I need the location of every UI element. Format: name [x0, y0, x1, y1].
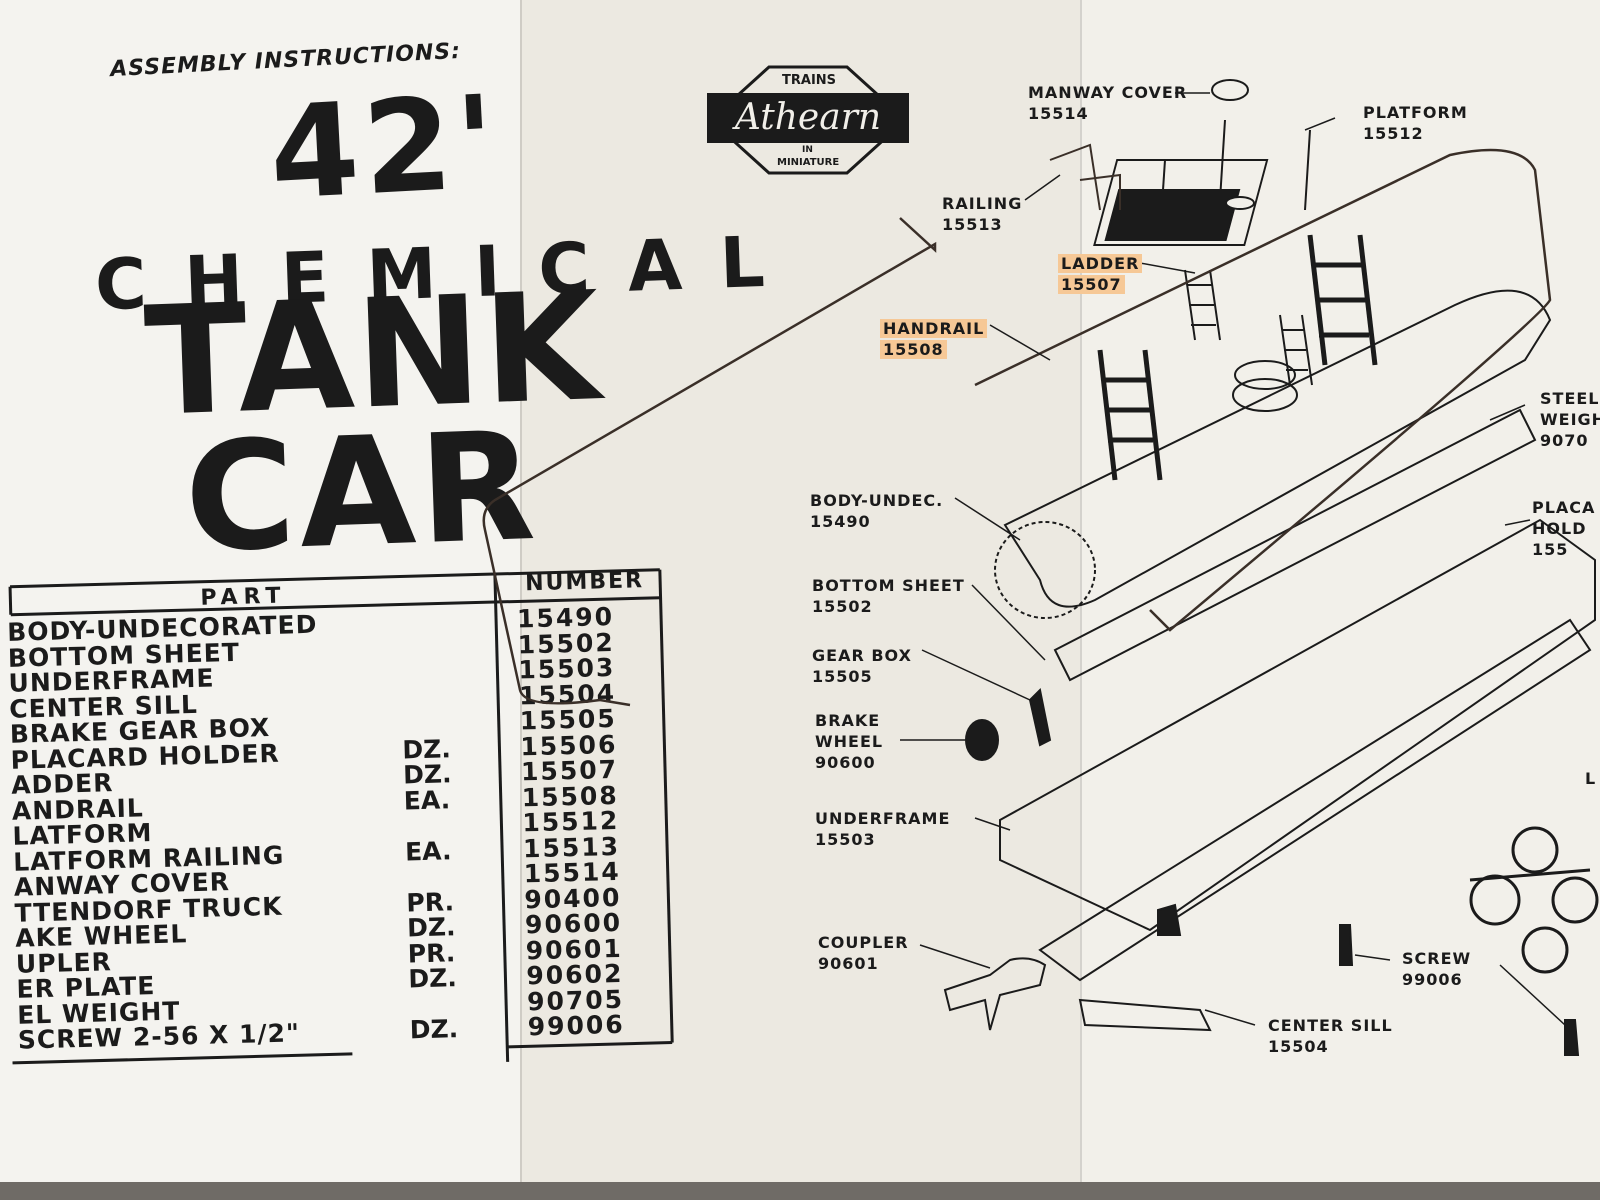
small-ladder-1: [1184, 269, 1221, 341]
underframe: [999, 518, 1596, 932]
bottom-sheet: [1053, 408, 1537, 682]
coupler-icon: [943, 957, 1047, 1031]
small-ladder-2: [1279, 314, 1313, 386]
label-body-undec: BODY-UNDEC.15490: [810, 491, 944, 531]
tank-end: [994, 521, 1096, 619]
screw-icon: [1339, 924, 1354, 966]
platform-grid: [1104, 189, 1241, 241]
logo-bottom-text: MINIATURE: [777, 157, 840, 168]
manway-cover-icon: [1211, 79, 1249, 101]
logo-in-text: IN: [802, 145, 813, 155]
platform-deck: [1093, 159, 1269, 246]
railing-wire: [1049, 143, 1121, 211]
label-edge-letter: L: [1585, 769, 1597, 788]
fold-line: [520, 0, 522, 1182]
middle-panel: [520, 0, 1080, 1182]
loose-handrail-wire: [482, 217, 937, 707]
center-sill-body: [1038, 618, 1592, 982]
athearn-logo: TRAINS Athearn IN MINIATURE: [707, 65, 917, 175]
screw-icon: [1564, 1019, 1580, 1056]
logo-top-text: TRAINS: [782, 73, 837, 88]
left-panel: [0, 0, 520, 1182]
table-lines: [8, 568, 674, 1065]
gear-box-icon: [1028, 687, 1052, 747]
label-steel-weight: STEELWEIGHT9070: [1540, 389, 1600, 450]
truck-icon: [1469, 826, 1599, 974]
center-sill-end: [1078, 998, 1212, 1032]
tank-handrail-wire: [974, 148, 1552, 632]
tank-body-outline: [1003, 289, 1552, 608]
bolster: [1157, 903, 1182, 936]
fold-line: [1080, 0, 1082, 1182]
brake-wheel-icon: [965, 719, 999, 761]
logo-brand: Athearn: [707, 93, 909, 143]
